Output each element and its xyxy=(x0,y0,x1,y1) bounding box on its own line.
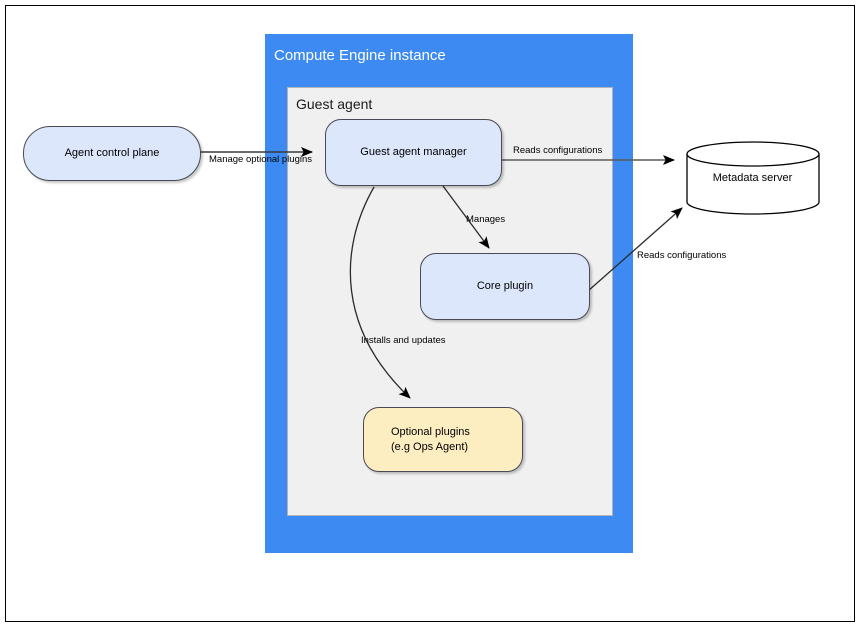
agent-control-plane-label: Agent control plane xyxy=(64,147,160,159)
edge-label-manage-optional-plugins: Manage optional plugins xyxy=(209,154,312,165)
metadata-server-label: Metadata server xyxy=(712,171,793,184)
node-metadata-server[interactable]: Metadata server xyxy=(686,142,819,214)
edge-label-manager-reads-configurations: Reads configurations xyxy=(513,145,603,156)
node-agent-control-plane[interactable]: Agent control plane xyxy=(23,126,201,181)
edge-label-manages: Manages xyxy=(466,214,506,225)
edge-label-installs-and-updates: Installs and updates xyxy=(361,335,446,346)
node-core-plugin[interactable]: Core plugin xyxy=(420,253,590,320)
optional-plugins-label-line2: (e.g Ops Agent) xyxy=(391,440,469,453)
guest-agent-manager-label: Guest agent manager xyxy=(360,146,467,158)
compute-engine-instance-title: Compute Engine instance xyxy=(274,47,446,64)
optional-plugins-label-line1: Optional plugins xyxy=(391,425,470,438)
optional-plugins-label: Optional plugins (e.g Ops Agent) xyxy=(364,425,470,455)
core-plugin-label: Core plugin xyxy=(476,280,534,292)
edge-label-core-plugin-reads-configurations: Reads configurations xyxy=(637,250,727,261)
node-optional-plugins[interactable]: Optional plugins (e.g Ops Agent) xyxy=(363,407,523,472)
guest-agent-title: Guest agent xyxy=(296,96,373,112)
node-guest-agent-manager[interactable]: Guest agent manager xyxy=(325,119,502,186)
